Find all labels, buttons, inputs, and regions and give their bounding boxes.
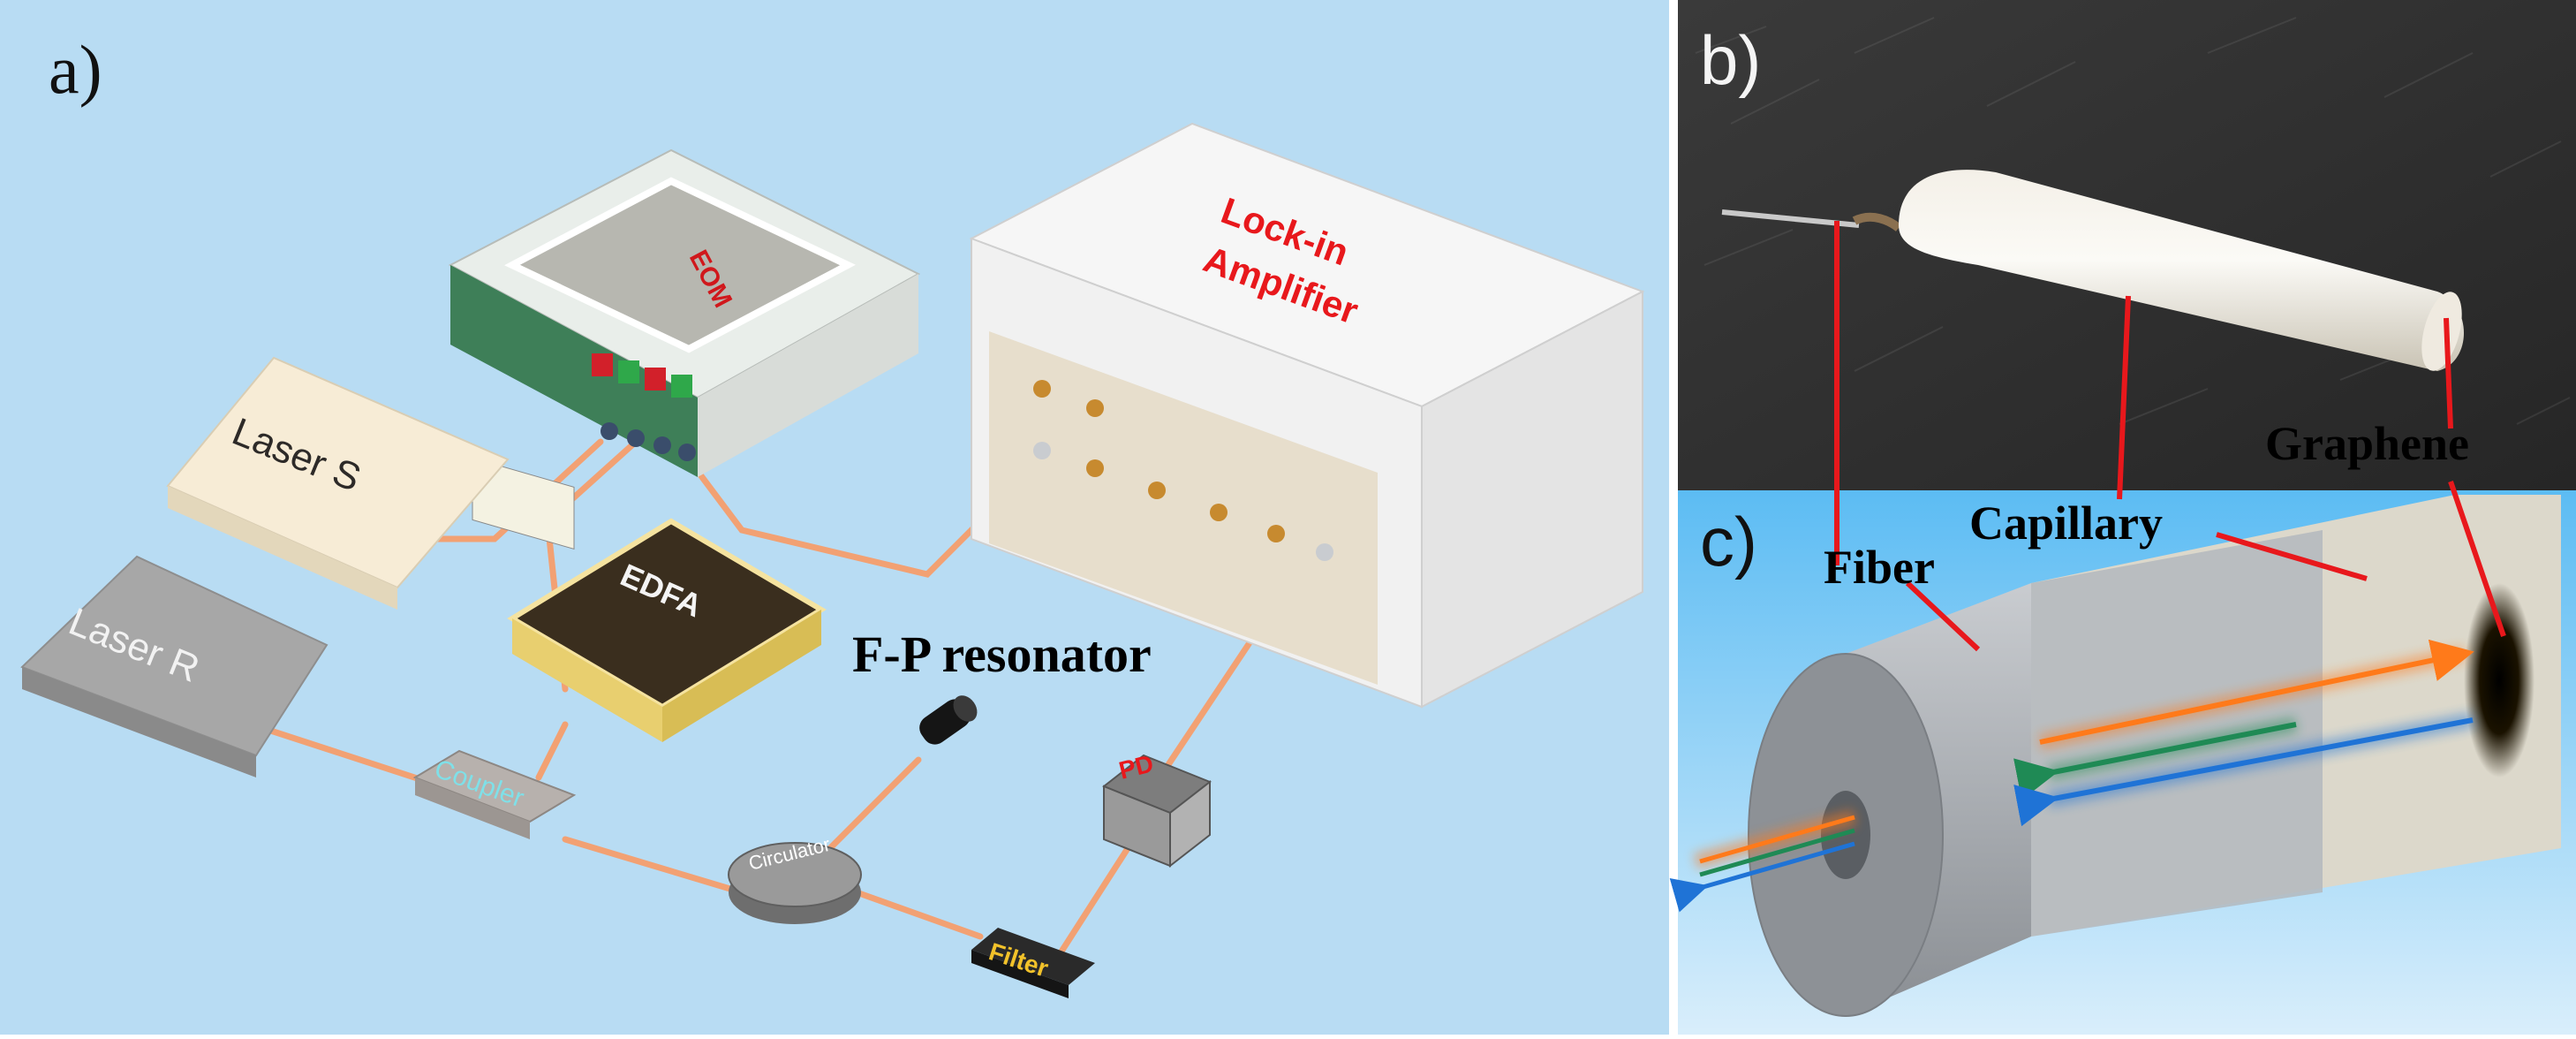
photo-texture [1695, 17, 2571, 425]
eom-device: EOM [448, 148, 921, 550]
panel-divider [1669, 0, 1678, 1035]
beam-reflected-blue [2013, 717, 2474, 827]
capillary-photo [1721, 170, 2464, 371]
fp-resonator-label: F-P resonator [852, 626, 1152, 683]
fp-resonator-device [919, 695, 978, 745]
lockin-ports [1033, 380, 1333, 561]
cable-filter-pd [1056, 827, 1143, 958]
light-beams [1669, 639, 2474, 913]
panel-b-label: b) [1700, 21, 1761, 99]
panel-a-label: a) [49, 31, 102, 108]
pd-device: PD [1102, 749, 1212, 868]
lock-in-amplifier: Lock-in Amplifier [969, 122, 1645, 709]
edfa-device: EDFA [507, 518, 827, 742]
cable-laser-r-coupler [248, 721, 445, 790]
eom-buttons [592, 353, 692, 398]
laser-s-device: Laser S [166, 356, 510, 610]
cable-circulator-resonator [827, 756, 922, 852]
capillary-callout: Capillary [1969, 497, 2163, 550]
graphene-layer [2464, 583, 2534, 777]
cable-edfa-coupler [535, 721, 569, 781]
eom-ports [601, 422, 696, 461]
panel-c-label: c) [1700, 503, 1757, 580]
callout-lines [1834, 221, 2506, 652]
laser-r-device: Laser R [20, 555, 329, 777]
cable-coupler-circulator [562, 836, 745, 896]
beam-forward [2039, 639, 2474, 745]
cable-circulator-filter [853, 889, 984, 940]
beam-reflected-green [2013, 722, 2297, 800]
graphene-callout: Graphene [2265, 417, 2469, 470]
fiber-callout: Fiber [1824, 541, 1935, 594]
capillary-3d [2031, 495, 2561, 937]
